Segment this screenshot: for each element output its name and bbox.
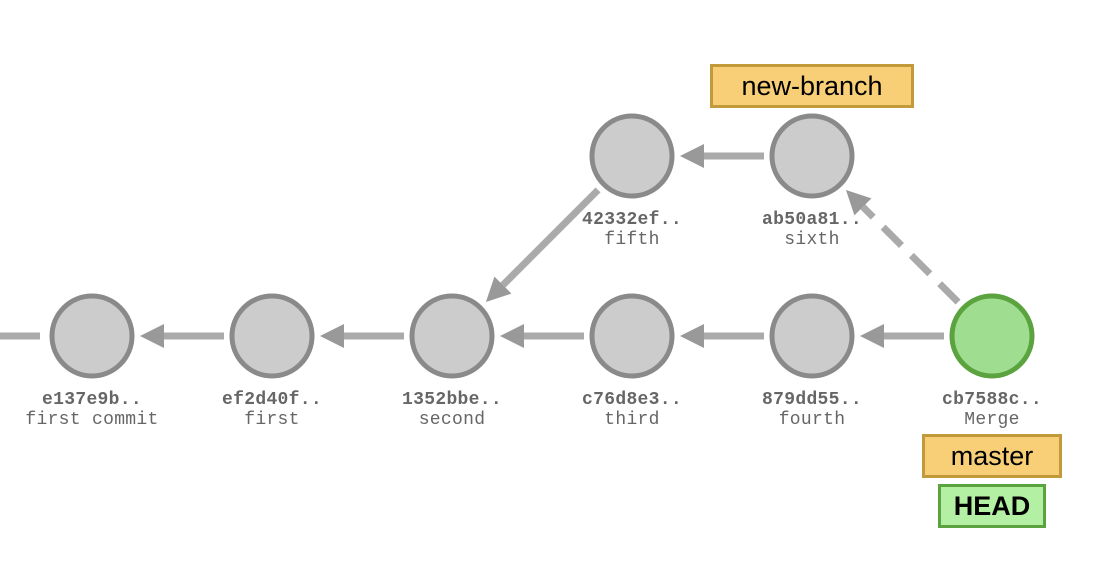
commit-node[interactable] [589, 293, 675, 379]
edge-cb75-to-ab50 [860, 204, 961, 305]
commit-message: second [419, 410, 486, 430]
commit-node[interactable] [769, 293, 855, 379]
arrowhead-1352-to-ef2d [320, 324, 344, 348]
edge-layer [0, 144, 961, 348]
commit-1352[interactable]: 1352bbe..second [402, 293, 502, 430]
arrowhead-cb75-to-ab50 [845, 189, 872, 216]
commit-message: first [244, 410, 300, 430]
arrowhead-cb75-to-879d [860, 324, 884, 348]
commit-node[interactable] [409, 293, 495, 379]
commit-node[interactable] [229, 293, 315, 379]
commit-message: first commit [25, 410, 158, 430]
commit-hash: e137e9b.. [42, 390, 142, 410]
commit-cb75[interactable]: cb7588c..Merge [942, 293, 1042, 430]
commit-c76d[interactable]: c76d8e3..third [582, 293, 682, 430]
arrowhead-c76d-to-1352 [500, 324, 524, 348]
arrowhead-4233-to-1352 [485, 276, 512, 303]
commit-4233[interactable]: 42332ef..fifth [582, 113, 682, 250]
commit-hash: ab50a81.. [762, 210, 862, 230]
commit-hash: cb7588c.. [942, 390, 1042, 410]
commit-hash: 879dd55.. [762, 390, 862, 410]
commit-hash: c76d8e3.. [582, 390, 682, 410]
head-label[interactable]: HEAD [938, 484, 1046, 528]
commit-node[interactable] [949, 293, 1035, 379]
commit-node[interactable] [769, 113, 855, 199]
arrowhead-ef2d-to-e137 [140, 324, 164, 348]
commit-hash: 1352bbe.. [402, 390, 502, 410]
commit-e137[interactable]: e137e9b..first commit [25, 293, 158, 430]
commit-hash: ef2d40f.. [222, 390, 322, 410]
commit-message: fifth [604, 230, 660, 250]
branch-label-new-branch[interactable]: new-branch [710, 64, 914, 108]
commit-message: fourth [779, 410, 846, 430]
commit-message: sixth [784, 230, 840, 250]
commit-message: third [604, 410, 660, 430]
commit-ef2d[interactable]: ef2d40f..first [222, 293, 322, 430]
commit-ab50[interactable]: ab50a81..sixth [762, 113, 862, 250]
node-layer: e137e9b..first commit ef2d40f..first 1352b… [25, 113, 1042, 430]
arrowhead-879d-to-c76d [680, 324, 704, 348]
commit-node[interactable] [589, 113, 675, 199]
edge-4233-to-1352 [500, 187, 601, 288]
commit-hash: 42332ef.. [582, 210, 682, 230]
commit-node[interactable] [49, 293, 135, 379]
commit-message: Merge [964, 410, 1020, 430]
arrowhead-ab50-to-4233 [680, 144, 704, 168]
commit-879d[interactable]: 879dd55..fourth [762, 293, 862, 430]
branch-label-master[interactable]: master [922, 434, 1062, 478]
